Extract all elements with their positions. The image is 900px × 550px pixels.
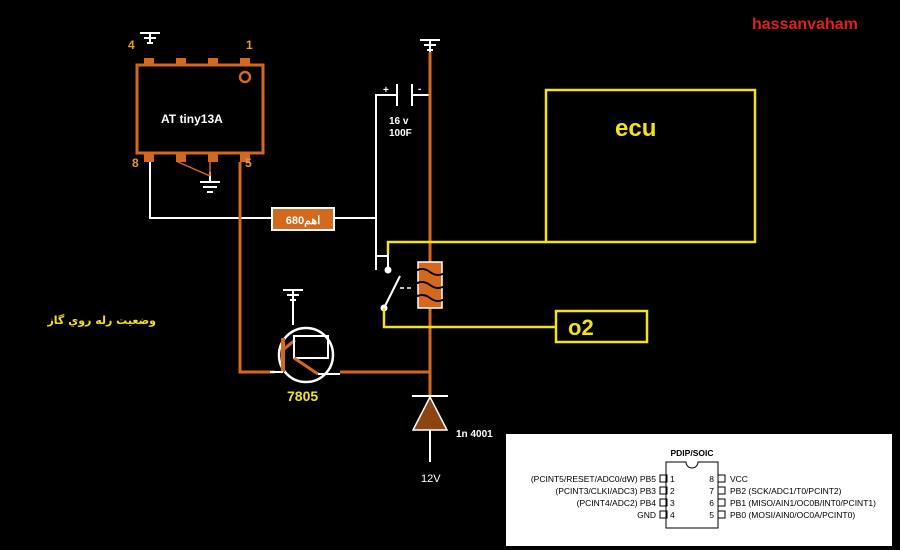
ic-pin-8: 8 [132, 156, 139, 170]
pinout-left-num-1: 1 [670, 474, 675, 484]
pinout-left-row-4: GND 4 [637, 510, 675, 520]
pinout-right-num-6: 6 [709, 498, 714, 508]
pinout-left-row-1: (PCINT5/RESET/ADC0/dW) PB5 1 [531, 474, 675, 484]
ecu-box [544, 88, 757, 244]
pinout-right-text-8: VCC [730, 474, 748, 484]
diode-1n4001 [411, 395, 449, 462]
wire-cap-plus [375, 94, 397, 270]
ic-name: AT tiny13A [161, 112, 223, 126]
wire-relay-to-ecu [386, 240, 546, 254]
ground-icon-ic-top [140, 32, 160, 44]
wire-pin5-to-regulator [238, 162, 275, 374]
pinout-right-text-6: PB1 (MISO/AIN1/OC0B/INT0/PCINT1) [730, 498, 876, 508]
pinout-left-text-4: GND [637, 510, 656, 520]
capacitor-voltage: 16 v [389, 116, 409, 127]
pinout-left-row-2: (PCINT3/CLKI/ADC3) PB3 2 [555, 486, 675, 496]
ecu-label: ecu [615, 115, 656, 142]
pinout-right-num-8: 8 [709, 474, 714, 484]
pinout-left-text-1: (PCINT5/RESET/ADC0/dW) PB5 [531, 474, 656, 484]
ic-pin-1: 1 [246, 38, 253, 52]
capacitor [396, 84, 413, 106]
ground-icon-ic-bottom [200, 172, 220, 193]
wire-pin8-to-resistor [149, 162, 272, 219]
pinout-right-num-5: 5 [709, 510, 714, 520]
ic-ground-ties [177, 161, 211, 177]
capacitor-minus: - [418, 84, 421, 95]
ground-icon-regulator [283, 289, 303, 325]
pinout-left-text-2: (PCINT3/CLKI/ADC3) PB3 [555, 486, 656, 496]
pinout-left-text-3: (PCINT4/ADC2) PB4 [577, 498, 657, 508]
pinout-left-num-3: 3 [670, 498, 675, 508]
relay-note: وضعيت رله روي گاز [46, 314, 156, 327]
pinout-right-row-8: 8 VCC [709, 474, 748, 484]
ground-icon-top-right [420, 39, 440, 52]
pinout-right-row-6: 6 PB1 (MISO/AIN1/OC0B/INT0/PCINT1) [709, 498, 876, 508]
supply-label: 12V [421, 473, 441, 485]
capacitor-value: 100F [389, 128, 412, 139]
resistor: 680اهم [271, 207, 335, 231]
pinout-panel: PDIP/SOIC (PCINT5/RESET/ADC0/dW) PB5 1 (… [506, 434, 892, 546]
regulator-7805 [270, 326, 340, 384]
regulator-label: 7805 [287, 388, 318, 404]
capacitor-plus: + [383, 85, 389, 96]
pinout-left-num-2: 2 [670, 486, 675, 496]
pinout-title: PDIP/SOIC [671, 448, 714, 458]
pinout-right-text-5: PB0 (MOSI/AIN0/OC0A/PCINT0) [730, 510, 855, 520]
author-label: hassanvaham [752, 16, 858, 33]
pinout-right-num-7: 7 [709, 486, 714, 496]
pinout-left-num-4: 4 [670, 510, 675, 520]
pinout-right-text-7: PB2 (SCK/ADC1/T0/PCINT2) [730, 486, 842, 496]
relay [400, 261, 447, 309]
ic-pin-5: 5 [245, 156, 252, 170]
diode-label: 1n 4001 [456, 429, 493, 440]
pinout-left-row-3: (PCINT4/ADC2) PB4 3 [577, 498, 675, 508]
pinout-right-row-7: 7 PB2 (SCK/ADC1/T0/PCINT2) [709, 486, 841, 496]
o2-box [554, 309, 649, 344]
pinout-right-row-5: 5 PB0 (MOSI/AIN0/OC0A/PCINT0) [709, 510, 855, 520]
relay-switch [375, 254, 401, 312]
wire-relay-to-o2 [382, 308, 556, 329]
o2-label: o2 [568, 315, 594, 340]
attiny13a-ic: AT tiny13A [135, 58, 265, 162]
ic-pin-4: 4 [128, 38, 135, 52]
resistor-label: 680اهم [286, 215, 321, 227]
